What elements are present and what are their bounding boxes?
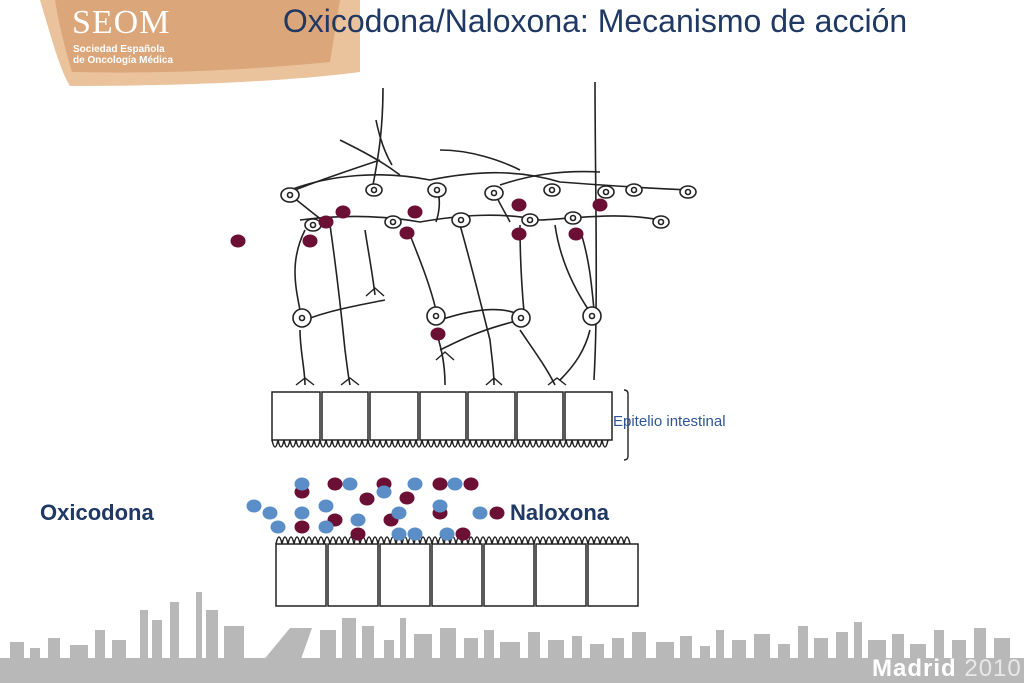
neuron-cell: [427, 182, 447, 198]
neuron-cell: [625, 183, 643, 197]
slide-title: Oxicodona/Naloxona: Mecanismo de acción: [282, 3, 908, 39]
neuron-cell: [292, 308, 312, 328]
neuron-cell: [652, 215, 670, 229]
neuron-cell: [451, 212, 471, 228]
neuron-cell: [564, 211, 582, 225]
neuron-cell: [511, 308, 531, 328]
neuron-cell: [426, 306, 446, 326]
neuron-cell: [365, 183, 383, 197]
neuron-cell: [679, 185, 697, 199]
seom-logo-band: [0, 0, 360, 86]
neuron-cell: [521, 213, 539, 227]
madrid-skyline: [0, 592, 1024, 683]
naloxone-molecules: [246, 477, 488, 541]
neuron-cell: [280, 187, 300, 203]
neuron-cell: [582, 306, 602, 326]
madrid-2010-badge: Madrid 2010: [872, 655, 1022, 682]
epithelium-label: Epitelio intestinal: [613, 413, 726, 430]
intestinal-epithelium-upper: [271, 389, 629, 461]
neuron-cell: [543, 183, 561, 197]
neuron-cell: [484, 185, 504, 201]
neuron-cell: [384, 215, 402, 229]
naloxone-label: Naloxona: [510, 500, 610, 525]
neuron-cell: [597, 185, 615, 199]
neuron-cell: [304, 218, 322, 232]
oxycodone-label: Oxicodona: [40, 500, 154, 525]
seom-logo-subtitle: Sociedad Española de Oncología Médica: [73, 44, 174, 66]
seom-logo: SEOM: [72, 4, 171, 41]
